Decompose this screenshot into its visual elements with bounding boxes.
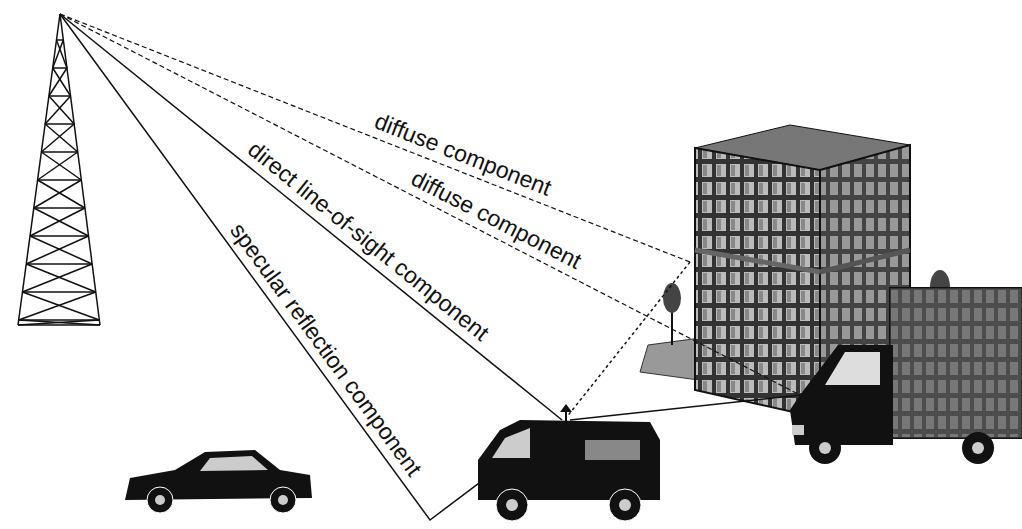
tower-brace [41,124,74,152]
tower-strut [34,207,85,209]
tower-strut [38,179,82,181]
tower-brace [22,292,99,320]
truck [790,288,1022,464]
tower-brace [18,320,99,325]
transmitter-tower [18,14,100,325]
tower-brace [26,264,96,292]
tower-brace [49,96,74,124]
tower-strut [49,95,71,97]
van [478,404,660,521]
car [125,450,312,513]
tower-strut [56,39,63,41]
tower-brace [53,40,64,68]
tower-brace [30,236,92,264]
tower-brace [49,68,67,96]
tower-brace [19,292,96,320]
propagation-paths [60,14,800,520]
path-label: diffuse component [371,109,555,201]
tower-strut [45,123,74,125]
tower-brace [26,236,88,264]
tower-brace [45,124,78,152]
tower-brace [41,152,81,180]
building [695,125,910,418]
tower-strut [22,291,95,293]
tower-brace [45,96,70,124]
tower-brace [19,320,100,325]
tower-brace [38,152,78,180]
tower-brace [53,68,71,96]
tower-brace [34,180,82,208]
tower-strut [26,263,92,265]
tower-brace [30,208,85,236]
tower-brace [22,264,92,292]
tower-strut [41,151,77,153]
tower-brace [34,208,89,236]
tower-strut [30,235,89,237]
tower-strut [53,67,67,69]
tower-brace [38,180,85,208]
